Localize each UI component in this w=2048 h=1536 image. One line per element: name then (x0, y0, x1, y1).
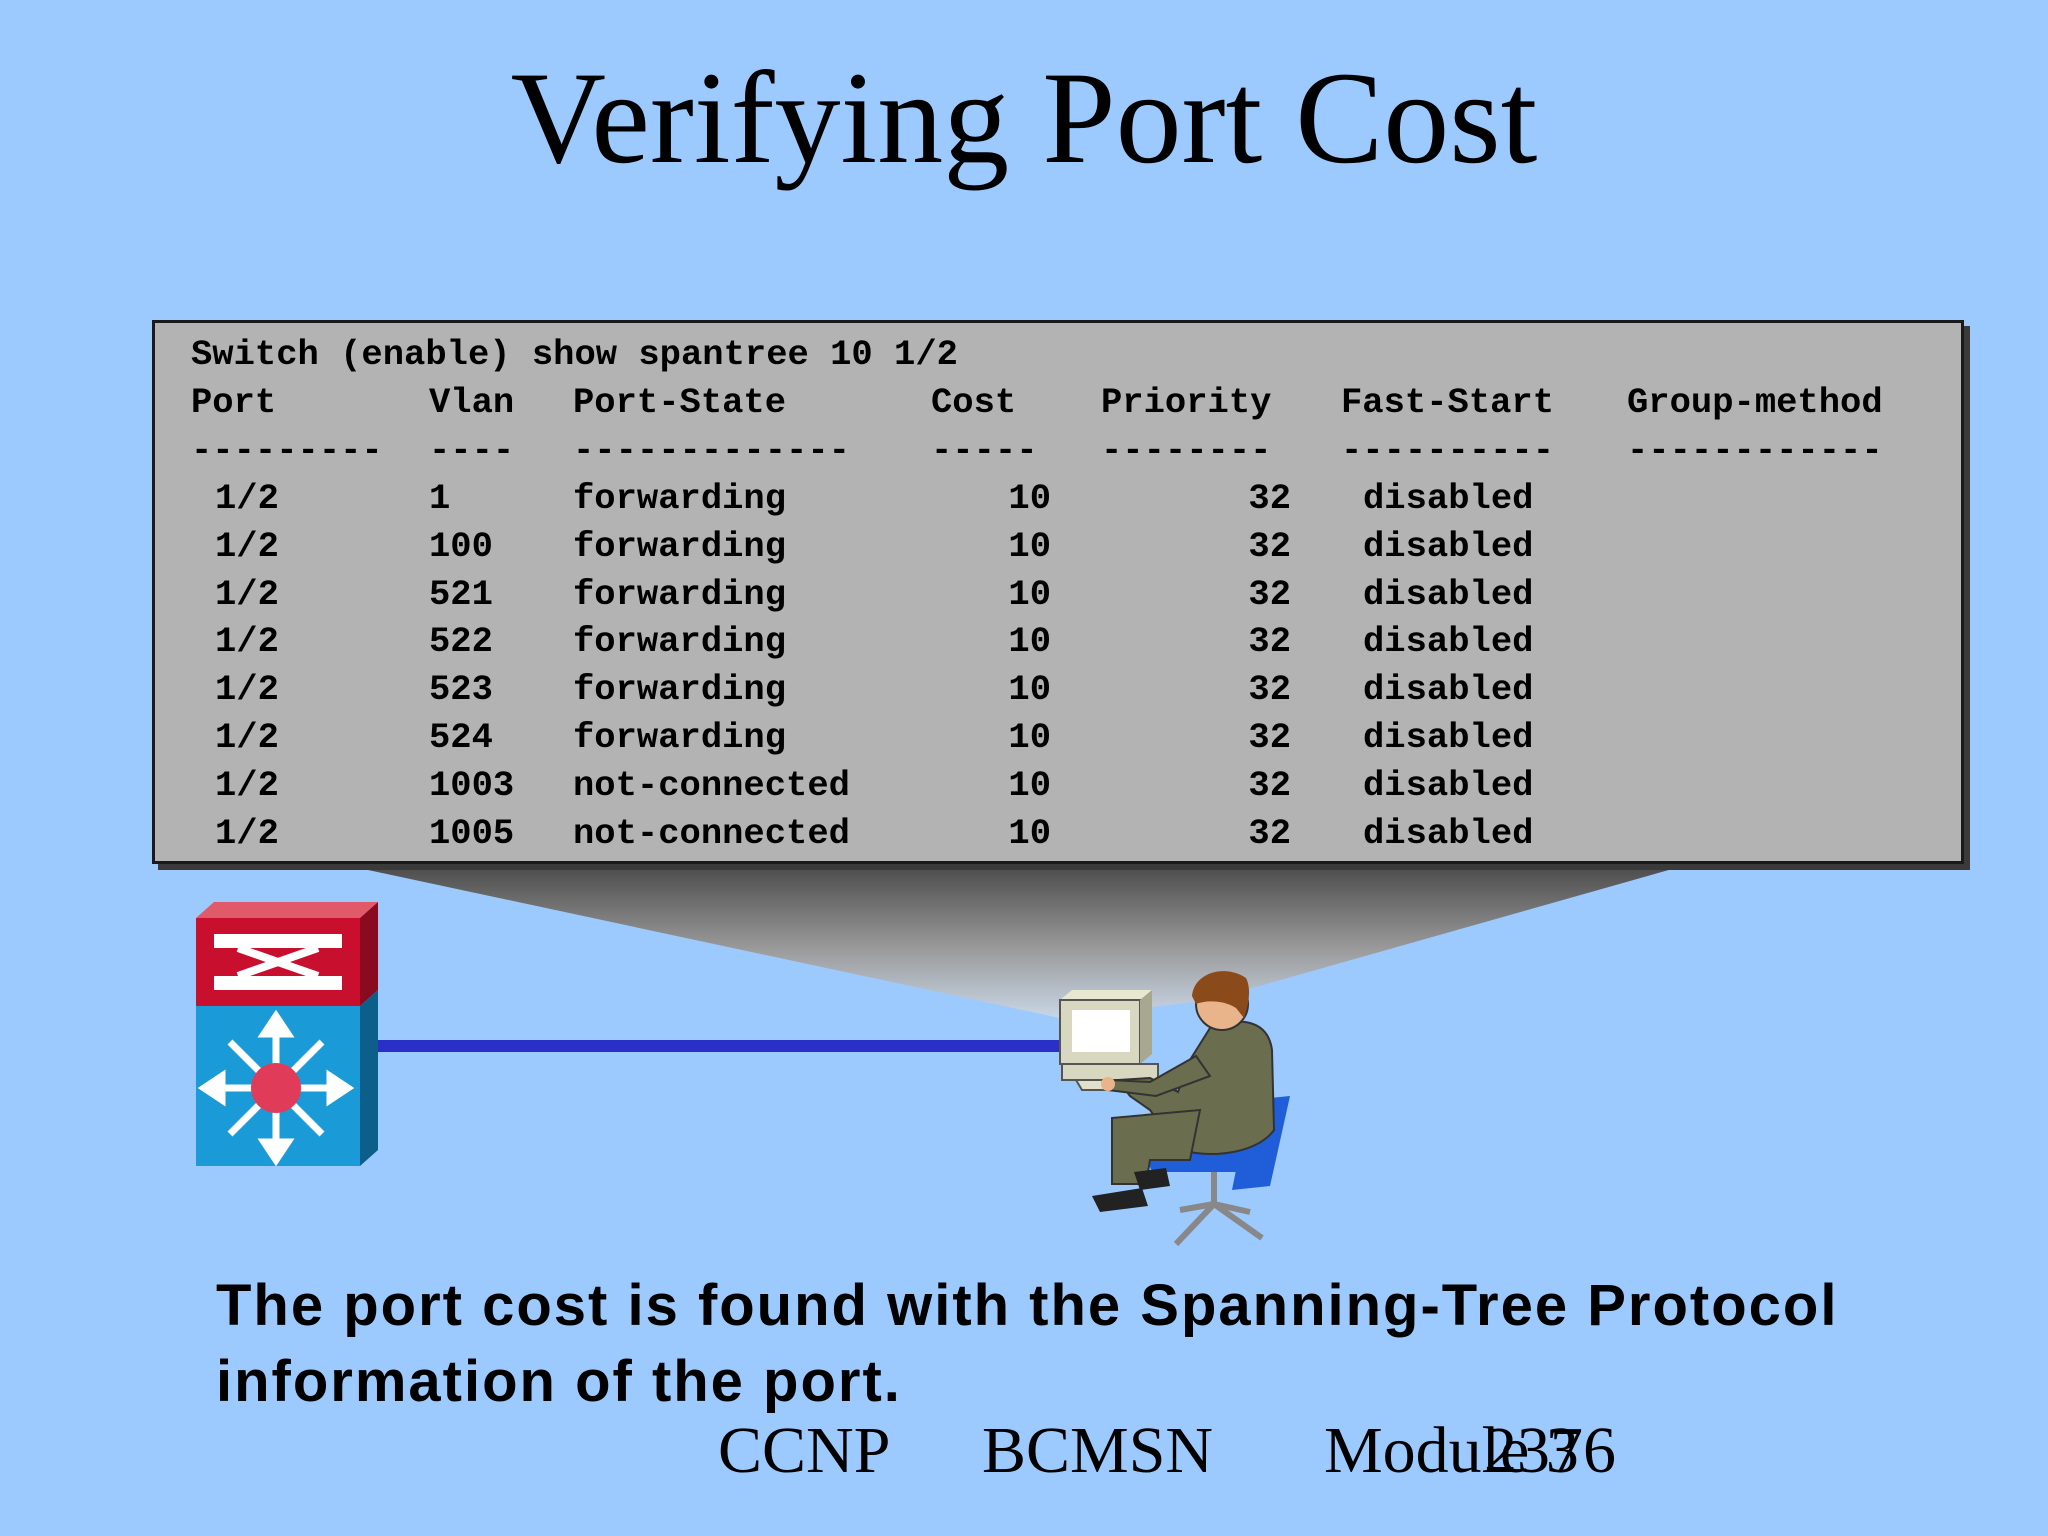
row-vlan: 523 (429, 669, 493, 710)
column-header: Group-method (1627, 382, 1883, 423)
terminal-output-panel: Switch (enable) show spantree 10 1/2 Por… (152, 320, 1964, 864)
user-at-workstation-icon (1059, 971, 1290, 1247)
column-separator: ------------- (573, 430, 850, 471)
row-cost: 10 (1008, 526, 1051, 567)
row-priority: 32 (1248, 621, 1291, 662)
row-cost: 10 (1008, 765, 1051, 806)
row-priority: 32 (1248, 813, 1291, 854)
column-header: Vlan (429, 382, 515, 423)
row-vlan: 524 (429, 717, 493, 758)
row-fast-start: disabled (1363, 765, 1534, 806)
row-priority: 32 (1248, 669, 1291, 710)
column-separator: ---------- (1341, 430, 1555, 471)
row-vlan: 521 (429, 574, 493, 615)
slide-title: Verifying Port Cost (510, 44, 1538, 191)
row-port: 1/2 (215, 717, 279, 758)
row-state: forwarding (573, 717, 787, 758)
row-vlan: 1 (429, 478, 451, 519)
column-separator: ------------ (1627, 430, 1883, 471)
row-fast-start: disabled (1363, 574, 1534, 615)
row-state: forwarding (573, 526, 787, 567)
column-header: Cost (931, 382, 1017, 423)
row-priority: 32 (1248, 574, 1291, 615)
footer-page-number: 2376 (1484, 1414, 1616, 1487)
row-state: not-connected (573, 765, 850, 806)
row-cost: 10 (1008, 813, 1051, 854)
row-state: forwarding (573, 478, 787, 519)
column-header: Port (191, 382, 277, 423)
row-cost: 10 (1008, 669, 1051, 710)
column-separator: ----- (931, 430, 1038, 471)
row-port: 1/2 (215, 765, 279, 806)
column-header: Fast-Start (1341, 382, 1555, 423)
caption-line-1: The port cost is found with the Spanning… (216, 1273, 1839, 1338)
footer-course: CCNP (718, 1414, 891, 1487)
column-header: Port-State (573, 382, 787, 423)
caption-line-2: information of the port. (216, 1349, 902, 1414)
row-port: 1/2 (215, 526, 279, 567)
row-fast-start: disabled (1363, 813, 1534, 854)
row-priority: 32 (1248, 526, 1291, 567)
row-fast-start: disabled (1363, 478, 1534, 519)
row-cost: 10 (1008, 478, 1051, 519)
row-vlan: 100 (429, 526, 493, 567)
row-state: forwarding (573, 669, 787, 710)
row-vlan: 1003 (429, 765, 515, 806)
row-cost: 10 (1008, 621, 1051, 662)
column-separator: ---- (429, 430, 515, 471)
column-separator: -------- (1101, 430, 1272, 471)
multilayer-switch-icon (196, 902, 378, 1167)
slide-caption: The port cost is found with the Spanning… (216, 1268, 2016, 1420)
row-fast-start: disabled (1363, 621, 1534, 662)
terminal-command: Switch (enable) show spantree 10 1/2 (191, 334, 958, 375)
row-vlan: 1005 (429, 813, 515, 854)
row-cost: 10 (1008, 574, 1051, 615)
row-port: 1/2 (215, 621, 279, 662)
row-priority: 32 (1248, 478, 1291, 519)
column-header: Priority (1101, 382, 1272, 423)
row-priority: 32 (1248, 765, 1291, 806)
row-port: 1/2 (215, 478, 279, 519)
row-priority: 32 (1248, 717, 1291, 758)
row-state: not-connected (573, 813, 850, 854)
network-link (376, 1040, 1064, 1052)
row-fast-start: disabled (1363, 526, 1534, 567)
footer-title: BCMSN (982, 1414, 1214, 1487)
row-fast-start: disabled (1363, 669, 1534, 710)
row-port: 1/2 (215, 574, 279, 615)
row-port: 1/2 (215, 669, 279, 710)
row-vlan: 522 (429, 621, 493, 662)
row-state: forwarding (573, 621, 787, 662)
row-cost: 10 (1008, 717, 1051, 758)
row-fast-start: disabled (1363, 717, 1534, 758)
row-port: 1/2 (215, 813, 279, 854)
row-state: forwarding (573, 574, 787, 615)
footer-module: Module 3 (1324, 1414, 1579, 1487)
column-separator: --------- (191, 430, 383, 471)
